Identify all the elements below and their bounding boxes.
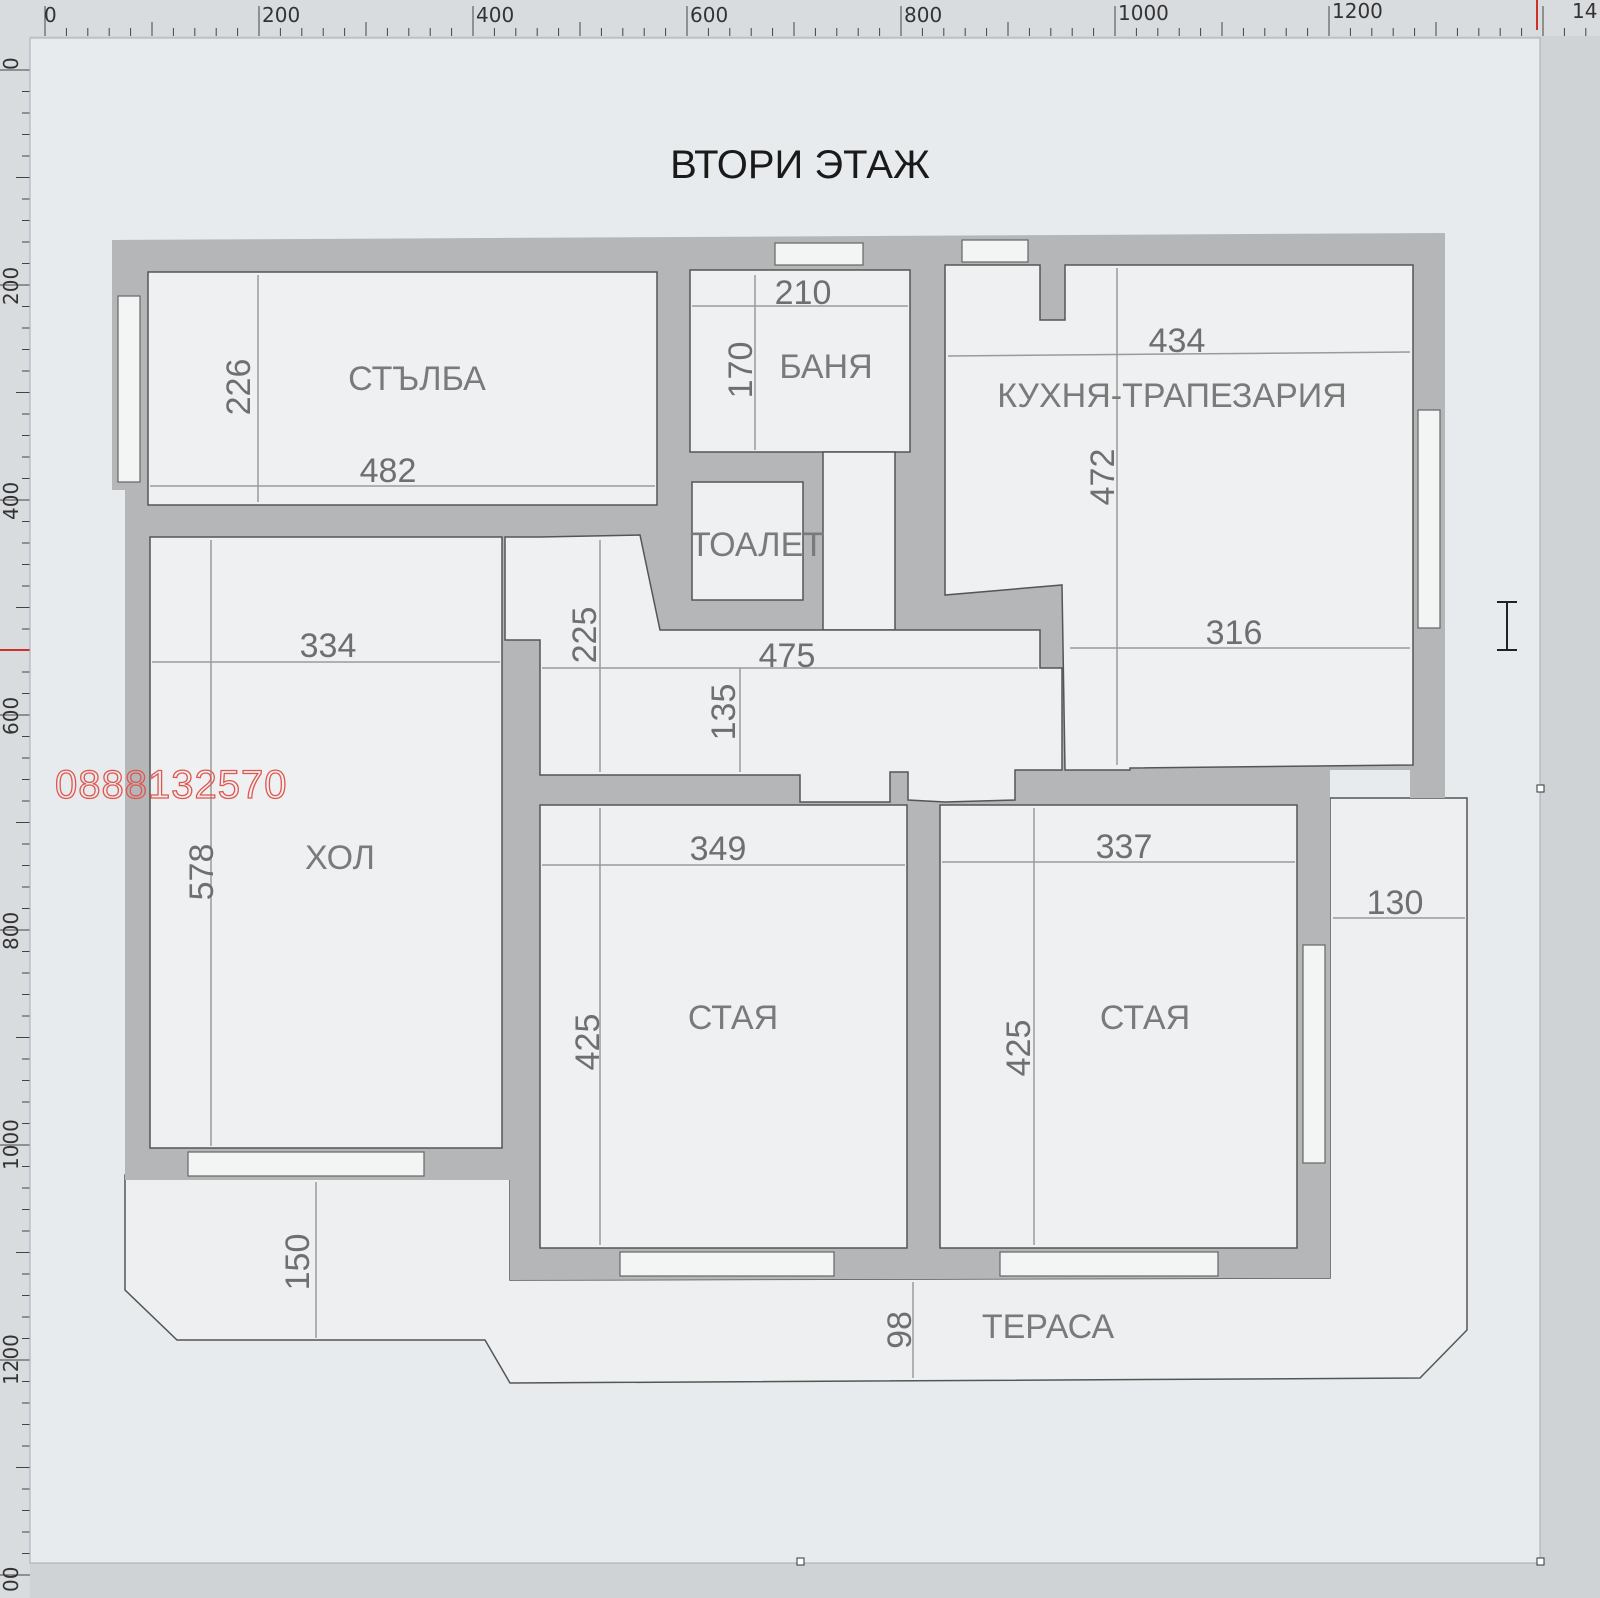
room-2 bbox=[939, 804, 1298, 1249]
dimension-label: 472 bbox=[1084, 449, 1122, 506]
shaft bbox=[822, 451, 896, 631]
top-ruler-label: 0 bbox=[44, 3, 57, 27]
resize-handle[interactable] bbox=[796, 1557, 805, 1566]
dimension-label: 210 bbox=[775, 274, 832, 312]
dimension-label: 130 bbox=[1367, 884, 1424, 922]
room-1 bbox=[539, 804, 908, 1249]
window bbox=[1417, 409, 1441, 629]
page-title: ВТОРИ ЭТАЖ bbox=[670, 143, 930, 187]
dimension-label: 434 bbox=[1149, 322, 1206, 360]
room-label-living: ХОЛ bbox=[305, 839, 375, 877]
top-ruler-label: 800 bbox=[904, 3, 942, 27]
room-label-bath: БАНЯ bbox=[779, 348, 872, 386]
dimension-label: 425 bbox=[1000, 1020, 1038, 1077]
room-kitchen bbox=[944, 264, 1414, 771]
dimension-label: 226 bbox=[220, 359, 258, 416]
top-ruler-label: 1000 bbox=[1118, 1, 1169, 25]
room-stairs bbox=[147, 271, 658, 506]
window bbox=[619, 1251, 835, 1277]
top-ruler-label: 14 bbox=[1572, 0, 1597, 23]
dimension-label: 475 bbox=[759, 637, 816, 675]
top-ruler-label: 600 bbox=[690, 3, 728, 27]
text-cursor-icon bbox=[1497, 601, 1517, 651]
top-ruler-label: 1200 bbox=[1332, 0, 1383, 23]
left-ruler-label: 800 bbox=[0, 912, 23, 950]
window bbox=[1302, 944, 1326, 1164]
dimension-label: 425 bbox=[569, 1014, 607, 1071]
dimension-label: 349 bbox=[690, 830, 747, 868]
room-toilet bbox=[691, 481, 804, 601]
window bbox=[961, 239, 1029, 263]
window bbox=[117, 295, 141, 483]
room-label-kitchen: КУХНЯ-ТРАПЕЗАРИЯ bbox=[997, 377, 1347, 415]
dimension-label: 334 bbox=[300, 627, 357, 665]
window bbox=[774, 242, 864, 266]
dimension-label: 170 bbox=[722, 342, 760, 399]
top-ruler-label: 400 bbox=[476, 3, 514, 27]
left-ruler[interactable] bbox=[0, 0, 30, 1598]
left-ruler-label: 0 bbox=[0, 57, 23, 70]
dimension-label: 150 bbox=[279, 1234, 317, 1291]
dimension-label: 482 bbox=[360, 452, 417, 490]
room-label-room-1: СТАЯ bbox=[688, 999, 778, 1037]
room-bath bbox=[689, 269, 911, 453]
room-label-room-2: СТАЯ bbox=[1100, 999, 1190, 1037]
resize-handle[interactable] bbox=[1536, 1557, 1545, 1566]
top-ruler-label: 200 bbox=[262, 3, 300, 27]
room-label-stairs: СТЪЛБА bbox=[348, 360, 486, 398]
dimension-label: 98 bbox=[881, 1311, 919, 1349]
window bbox=[999, 1251, 1219, 1277]
dimension-lines bbox=[150, 268, 1465, 1378]
dimension-label: 578 bbox=[183, 844, 221, 901]
left-ruler-label: 1200 bbox=[0, 1334, 23, 1385]
top-ruler[interactable] bbox=[0, 0, 1600, 36]
dimension-label: 225 bbox=[566, 607, 604, 664]
left-ruler-label: 600 bbox=[0, 697, 23, 735]
room-label-toilet: ТОАЛЕТ bbox=[690, 526, 824, 564]
ruler-ticks bbox=[0, 6, 1587, 1576]
left-ruler-label: 1000 bbox=[0, 1119, 23, 1170]
dimension-label: 135 bbox=[705, 684, 743, 741]
room-living bbox=[149, 536, 503, 1149]
dimension-label: 337 bbox=[1096, 828, 1153, 866]
phone-watermark: 0888132570 bbox=[55, 763, 287, 807]
room-label-terrace: ТЕРАСА bbox=[982, 1308, 1115, 1346]
left-ruler-label: 400 bbox=[0, 482, 23, 520]
dimension-label: 316 bbox=[1206, 614, 1263, 652]
left-ruler-label: 00 bbox=[0, 1567, 23, 1592]
resize-handle[interactable] bbox=[1536, 784, 1545, 793]
window bbox=[187, 1151, 425, 1177]
left-ruler-label: 200 bbox=[0, 267, 23, 305]
